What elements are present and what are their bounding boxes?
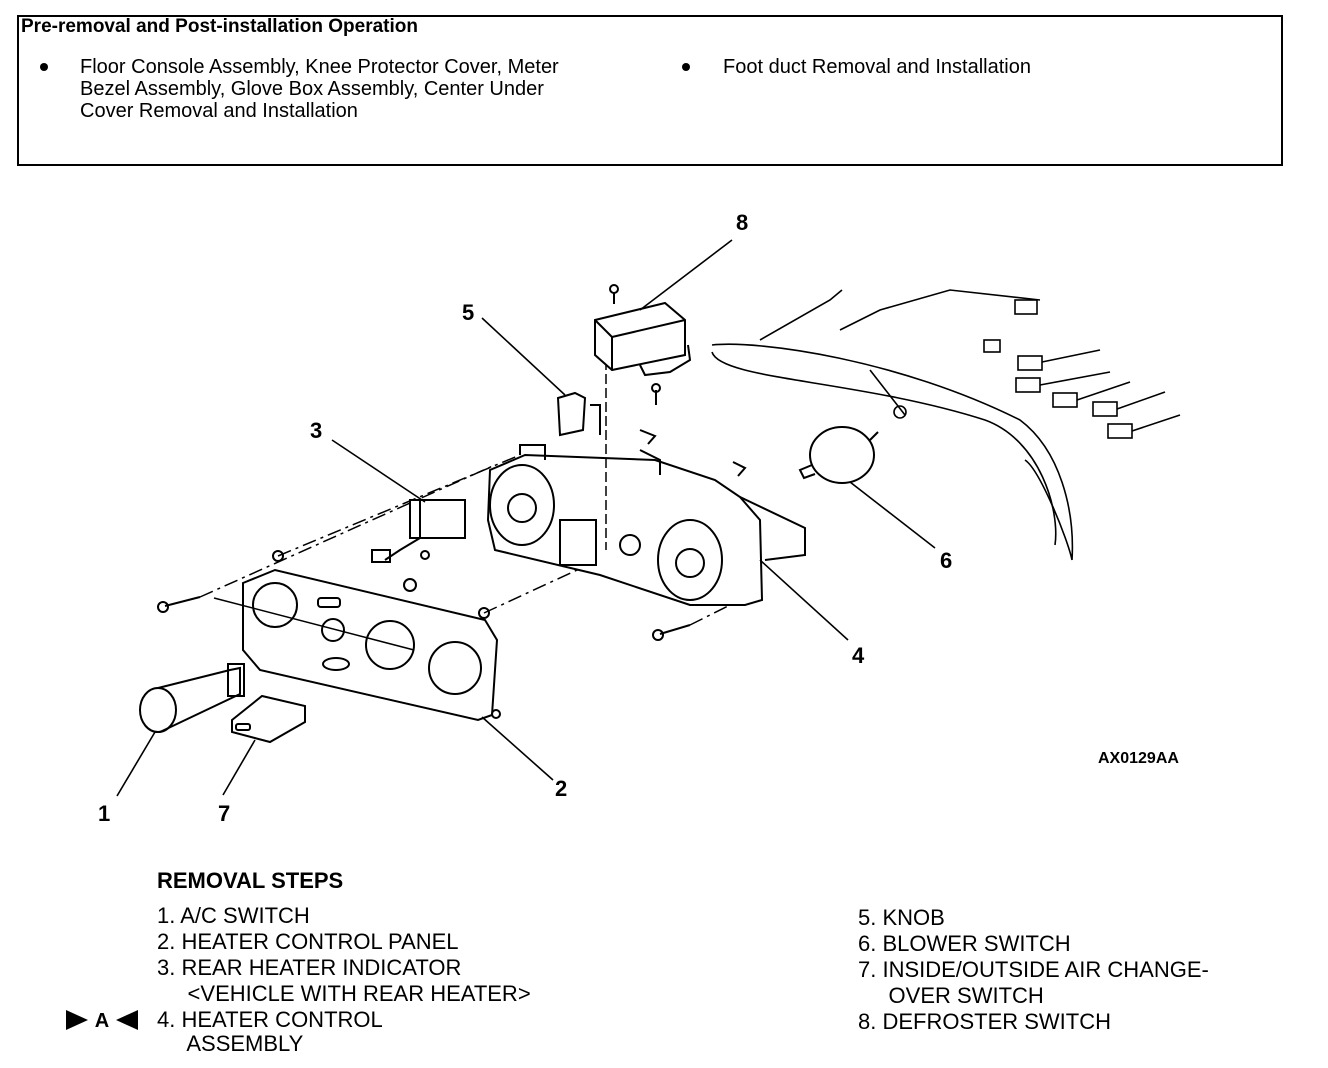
step-left-4b: ASSEMBLY	[157, 1031, 304, 1056]
defroster-switch	[594, 301, 692, 377]
ac-switch	[139, 663, 245, 733]
service-point-marker: A	[66, 1010, 138, 1032]
step-left-4: 4. HEATER CONTROL	[157, 1007, 383, 1032]
step-right-8: 8. DEFROSTER SWITCH	[858, 1009, 1112, 1034]
bullet-left-line-2: Bezel Assembly, Glove Box Assembly, Cent…	[80, 78, 544, 100]
bullet-dot-right	[682, 63, 690, 71]
blower-switch	[798, 426, 879, 484]
step-right-6: 6. BLOWER SWITCH	[858, 931, 1071, 956]
box-title: Pre-removal and Post-installation Operat…	[21, 16, 418, 37]
step-left-3b: <VEHICLE WITH REAR HEATER>	[157, 981, 531, 1006]
rear-heater-indicator	[371, 499, 466, 592]
removal-steps-title: REMOVAL STEPS	[157, 868, 344, 893]
step-right-7: 7. INSIDE/OUTSIDE AIR CHANGE-	[858, 957, 1209, 982]
step-left-2: 2. HEATER CONTROL PANEL	[157, 929, 459, 954]
marker-letter: A	[95, 1010, 109, 1032]
callout-2: 2	[555, 776, 568, 801]
step-left-1: 1. A/C SWITCH	[157, 903, 310, 928]
bullet-dot-left	[40, 63, 48, 71]
callout-8: 8	[736, 210, 749, 235]
bullet-right: Foot duct Removal and Installation	[723, 56, 1031, 78]
callout-4: 4	[852, 643, 865, 668]
heater-control-diagram	[116, 239, 1181, 797]
callout-5: 5	[462, 300, 475, 325]
callout-6: 6	[940, 548, 953, 573]
wiring-harness	[711, 289, 1181, 561]
heater-control-panel	[242, 550, 501, 722]
callout-3: 3	[310, 418, 323, 443]
bullet-left-line-1: Floor Console Assembly, Knee Protector C…	[80, 56, 559, 78]
screws	[157, 284, 747, 641]
step-right-7b: OVER SWITCH	[858, 983, 1044, 1008]
pre-removal-box	[17, 15, 1283, 166]
heater-control-assembly	[486, 444, 806, 606]
figure-code: AX0129AA	[1098, 750, 1179, 767]
callout-7: 7	[218, 801, 231, 826]
step-right-5: 5. KNOB	[858, 905, 945, 930]
air-changeover-switch	[231, 694, 306, 744]
bullet-left-line-3: Cover Removal and Installation	[80, 100, 358, 122]
step-left-3: 3. REAR HEATER INDICATOR	[157, 955, 462, 980]
callout-1: 1	[98, 801, 111, 826]
